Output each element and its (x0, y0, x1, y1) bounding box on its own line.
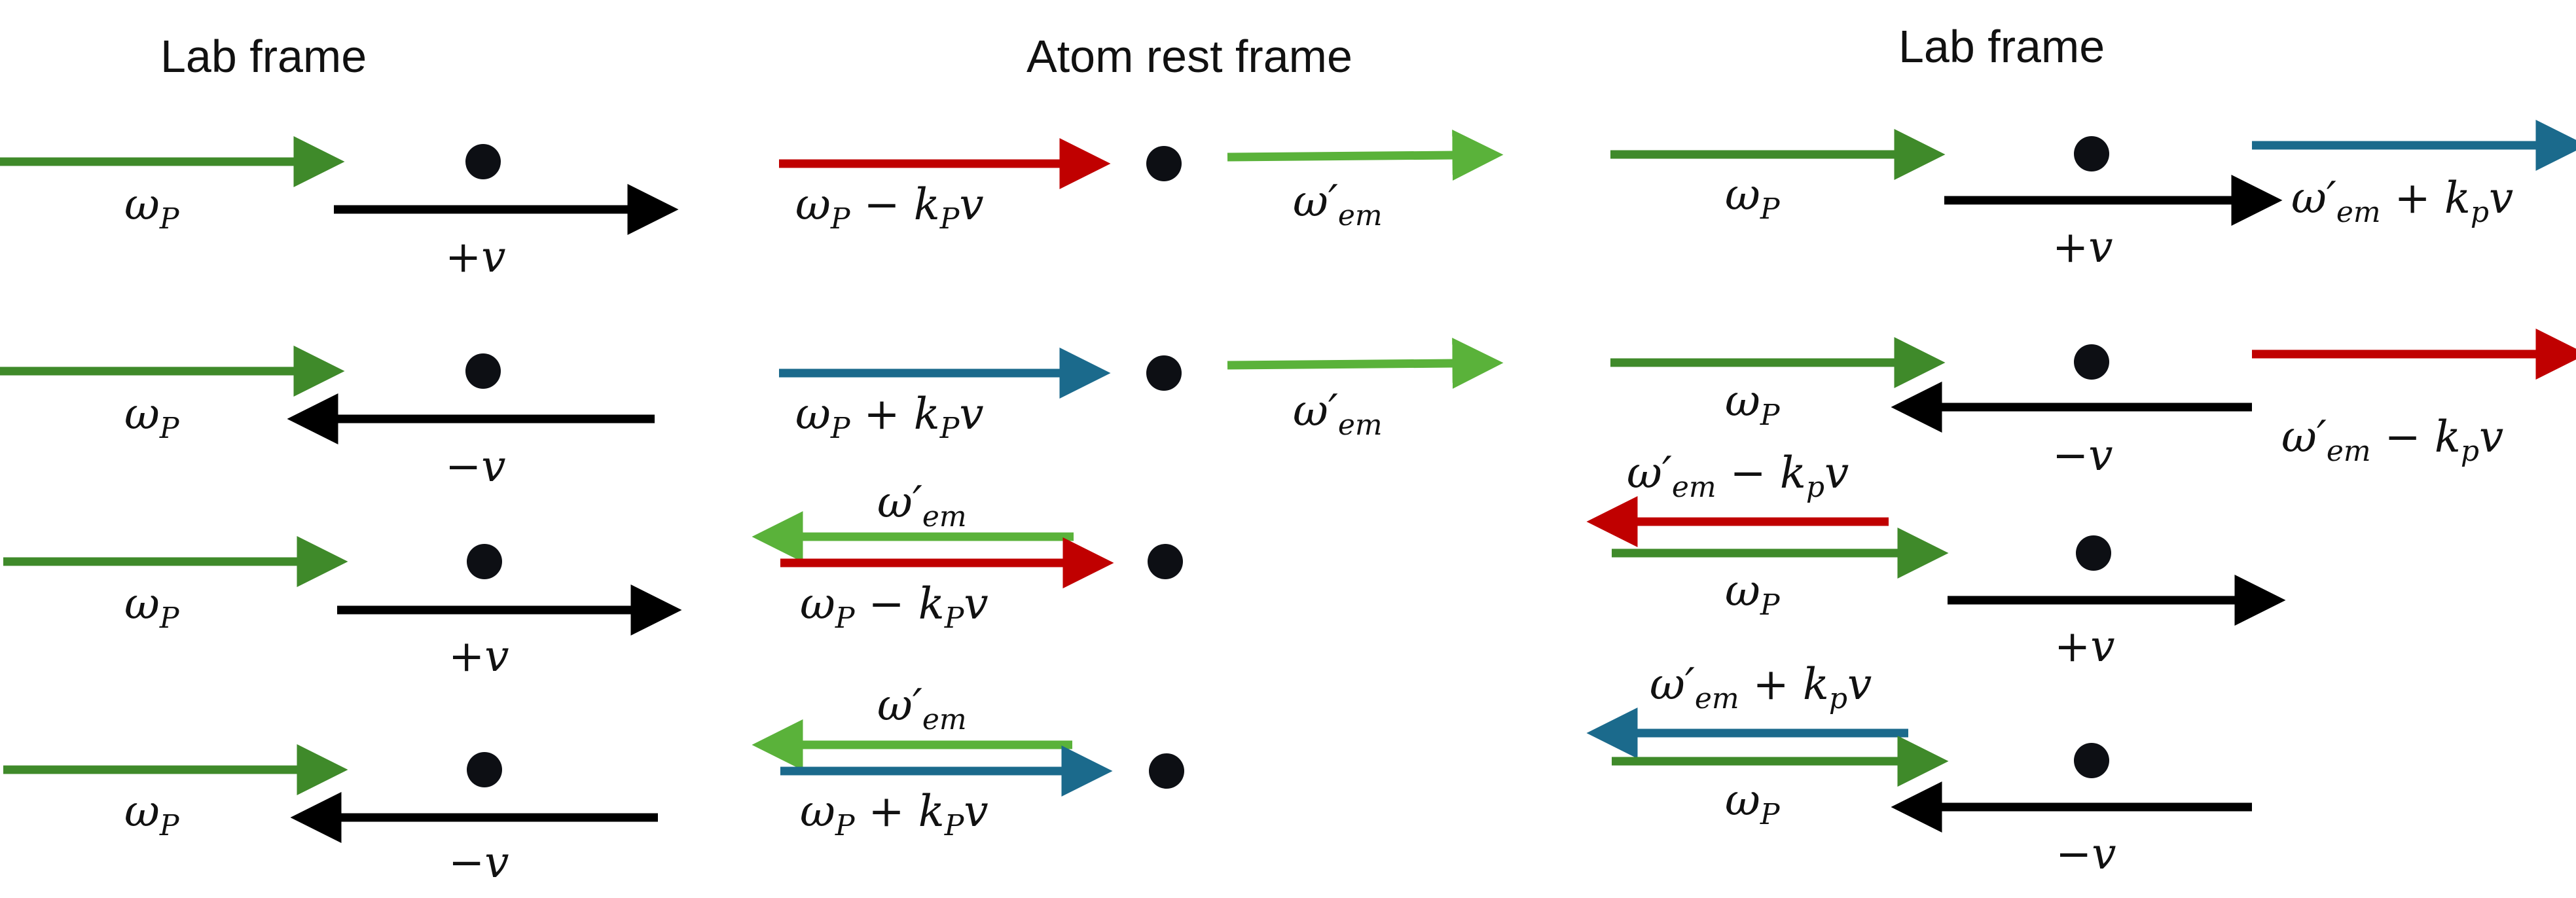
label-minus-v: −v (2056, 829, 2116, 879)
label-omega-em-plus-kpv: ω′em + kpv (2291, 173, 2513, 229)
label-minus-v: −v (448, 837, 509, 888)
label-plus-v: +v (2052, 222, 2113, 272)
label-omega-em: ω′em (877, 680, 967, 736)
label-omega-em: ω′em (877, 477, 967, 533)
label-minus-v: −v (2052, 430, 2113, 480)
label-plus-v: +v (445, 232, 506, 282)
atom-icon (1146, 355, 1182, 391)
atom-icon (467, 752, 502, 787)
header-lab-frame-left: Lab frame (160, 31, 367, 82)
atom-icon (1146, 146, 1182, 181)
emission-arrow (1227, 338, 1504, 389)
label-minus-v: −v (445, 441, 506, 492)
label-omega-em: ω′em (1293, 386, 1383, 442)
atom-icon (1148, 544, 1183, 579)
label-omega-p-minus-kpv: ωP − kPv (800, 579, 989, 635)
header-atom-rest-frame: Atom rest frame (1026, 31, 1352, 82)
header-lab-frame-right: Lab frame (1898, 21, 2105, 72)
label-omega-p: ωP (1725, 775, 1781, 831)
label-plus-v: +v (448, 631, 509, 681)
atom-icon (2074, 344, 2109, 380)
label-omega-em-minus-kpv: ω′em − kpv (2281, 412, 2503, 468)
label-omega-em: ω′em (1293, 176, 1383, 232)
label-omega-p: ωP (124, 579, 180, 635)
label-omega-p: ωP (124, 179, 180, 236)
atom-icon (467, 544, 502, 579)
label-omega-em-plus-kpv: ω′em + kpv (1650, 659, 1872, 715)
label-omega-p-plus-kpv: ωP + kPv (795, 389, 984, 445)
atom-icon (2074, 743, 2109, 778)
label-omega-p: ωP (1725, 566, 1781, 622)
atom-icon (2076, 535, 2111, 571)
label-omega-p: ωP (124, 786, 180, 842)
atom-icon (465, 353, 501, 389)
atom-icon (1149, 753, 1184, 789)
label-omega-em-minus-kpv: ω′em − kpv (1627, 448, 1849, 504)
label-omega-p: ωP (1725, 376, 1781, 432)
label-omega-p: ωP (124, 389, 180, 445)
atom-icon (2074, 136, 2109, 171)
emission-arrow (1227, 130, 1504, 181)
label-omega-p-minus-kpv: ωP − kPv (795, 179, 984, 236)
atom-icon (465, 144, 501, 179)
label-plus-v: +v (2054, 621, 2115, 672)
label-omega-p-plus-kpv: ωP + kPv (800, 786, 989, 842)
label-omega-p: ωP (1725, 170, 1781, 226)
